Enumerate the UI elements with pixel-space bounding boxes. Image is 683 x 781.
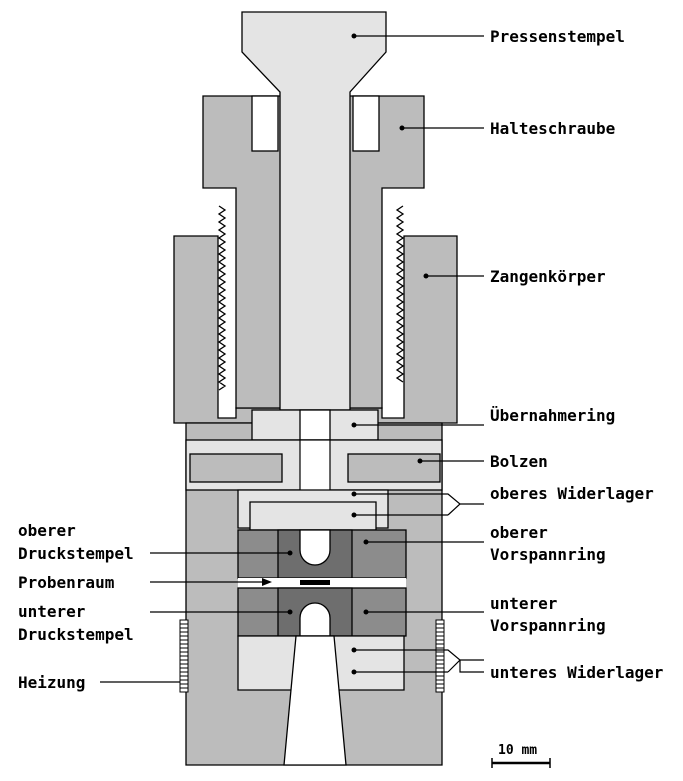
- label-pressenstempel: Pressenstempel: [490, 27, 625, 46]
- label-oberer-vorspannring-1: oberer: [490, 523, 548, 542]
- label-bolzen: Bolzen: [490, 452, 548, 471]
- bolzen: [189, 453, 441, 483]
- label-unterer-vorspannring-2: Vorspannring: [490, 616, 606, 635]
- heizung: [179, 619, 445, 693]
- scale-bar: 10 mm: [491, 743, 551, 768]
- oberes-widerlager: [237, 489, 389, 531]
- label-unterer-druckstempel-2: Druckstempel: [18, 625, 134, 644]
- probenraum: [238, 578, 406, 588]
- label-unteres-widerlager: unteres Widerlager: [490, 663, 663, 682]
- oberer-druckstempel: [277, 529, 353, 579]
- label-zangenkoerper: Zangenkörper: [490, 267, 606, 286]
- leader-lines: [100, 33, 484, 683]
- label-halteschraube: Halteschraube: [490, 119, 615, 138]
- unterer-druckstempel: [277, 587, 353, 637]
- label-oberer-vorspannring-2: Vorspannring: [490, 545, 606, 564]
- label-oberer-druckstempel-2: Druckstempel: [18, 544, 134, 563]
- label-oberes-widerlager: oberes Widerlager: [490, 484, 654, 503]
- zangenkoerper: [173, 235, 458, 424]
- label-unterer-druckstempel-1: unterer: [18, 602, 85, 621]
- scale-bar-label: 10 mm: [498, 743, 537, 758]
- label-probenraum: Probenraum: [18, 573, 115, 592]
- label-unterer-vorspannring-1: unterer: [490, 594, 557, 613]
- label-uebernahmering: Übernahmering: [490, 406, 615, 425]
- label-oberer-druckstempel-1: oberer: [18, 521, 76, 540]
- label-heizung: Heizung: [18, 673, 85, 692]
